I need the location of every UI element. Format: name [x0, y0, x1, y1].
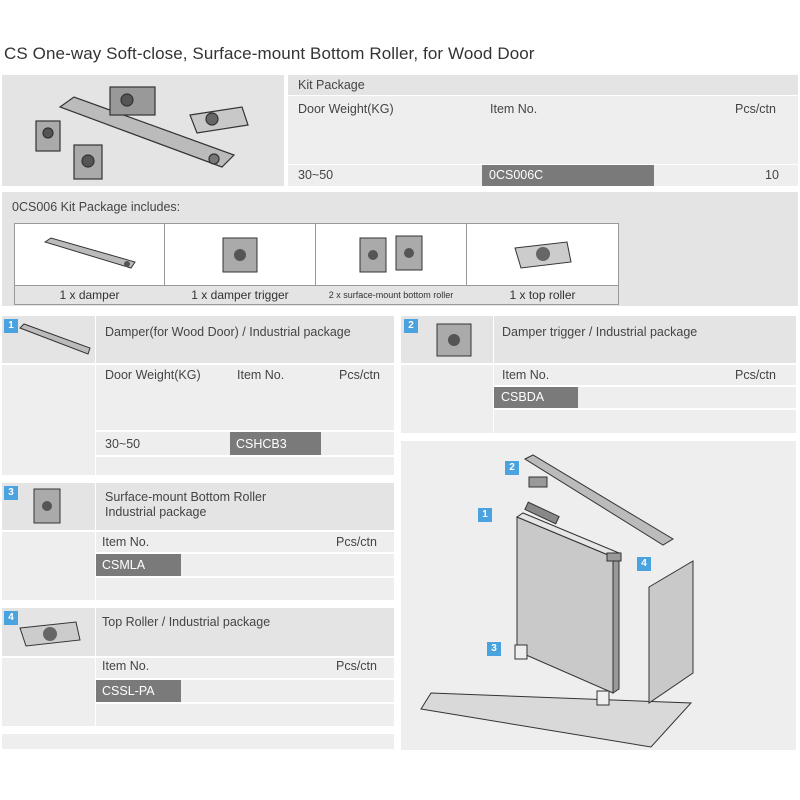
p2-left-pad — [401, 365, 493, 433]
include-cell-trigger — [164, 223, 316, 286]
p1-number-badge: 1 — [4, 319, 18, 333]
p4-header-bar — [96, 608, 394, 656]
kit-col-item: Item No. — [490, 102, 538, 116]
kit-item: 0CS006C — [489, 168, 544, 182]
p1-title: Damper(for Wood Door) / Industrial packa… — [105, 325, 351, 339]
kit-parts-icon — [35, 86, 249, 180]
p4-item-badge — [96, 680, 181, 702]
p2-title: Damper trigger / Industrial package — [502, 325, 698, 339]
kit-col-weight: Door Weight(KG) — [298, 102, 394, 116]
kit-header: Kit Package — [298, 78, 365, 92]
p2-number-badge: 2 — [404, 319, 418, 333]
p2-col-pcs: Pcs/ctn — [735, 368, 776, 382]
p2-header-bar — [494, 316, 796, 363]
kit-pcs: 10 — [765, 168, 779, 182]
p4-title: Top Roller / Industrial package — [102, 615, 271, 629]
p2-item: CSBDA — [501, 390, 545, 404]
damper-icon — [19, 323, 91, 355]
damper-icon — [43, 237, 136, 269]
p1-item-badge — [230, 432, 321, 455]
top-roller-icon — [19, 621, 81, 647]
p1-cols-row — [96, 365, 394, 430]
p3-title-line2: Industrial package — [105, 505, 207, 519]
kit-weight: 30~50 — [298, 168, 334, 182]
p1-left-pad — [2, 365, 95, 475]
include-label-bottom-roller: 2 x surface-mount bottom roller — [328, 290, 454, 300]
includes-header: 0CS006 Kit Package includes: — [12, 200, 181, 214]
p3-number-badge: 3 — [4, 486, 18, 500]
kit-item-badge — [482, 165, 654, 186]
p3-item-badge — [96, 554, 181, 576]
include-label-top-roller: 1 x top roller — [509, 288, 576, 302]
damper-trigger-icon — [222, 237, 258, 273]
p3-col-pcs: Pcs/ctn — [336, 535, 377, 549]
p3-title-line1: Surface-mount Bottom Roller — [105, 490, 267, 504]
include-label-trigger: 1 x damper trigger — [191, 288, 289, 302]
p2-footer-row — [494, 410, 796, 433]
include-cell-bottom-roller — [315, 223, 467, 286]
p4-col-pcs: Pcs/ctn — [336, 659, 377, 673]
p4-left-pad — [2, 658, 95, 726]
include-cell-damper — [14, 223, 165, 286]
install-diagram-panel — [401, 441, 796, 750]
kit-columns-row — [288, 96, 798, 164]
p4-cols-row — [96, 658, 394, 678]
p3-footer-row — [96, 578, 394, 600]
p1-header-bar — [96, 316, 394, 363]
kit-col-pcs: Pcs/ctn — [735, 102, 776, 116]
bottom-bar — [2, 734, 394, 749]
p3-header-bar — [96, 483, 394, 530]
p1-col-weight: Door Weight(KG) — [105, 368, 201, 382]
p3-col-item: Item No. — [102, 535, 150, 549]
kit-header-bar — [288, 75, 798, 95]
p1-col-item: Item No. — [237, 368, 285, 382]
p2-cols-row — [494, 365, 796, 385]
include-cell-top-roller — [466, 223, 619, 286]
p3-cols-row — [96, 532, 394, 552]
p3-item: CSMLA — [102, 558, 146, 572]
p4-number-badge: 4 — [4, 611, 18, 625]
p2-item-badge — [494, 387, 578, 408]
top-roller-icon — [514, 241, 572, 269]
diagram-label-2: 2 — [505, 461, 519, 475]
p4-col-item: Item No. — [102, 659, 150, 673]
include-label-damper: 1 x damper — [59, 288, 120, 302]
bottom-roller-icon — [33, 488, 61, 524]
p4-item: CSSL-PA — [102, 684, 155, 698]
include-cells-border — [14, 286, 619, 305]
p1-footer-row — [96, 457, 394, 475]
p4-image-panel — [2, 608, 95, 656]
kit-image-panel — [2, 75, 284, 186]
install-diagram — [420, 454, 694, 748]
p1-col-pcs: Pcs/ctn — [339, 368, 380, 382]
p2-col-item: Item No. — [502, 368, 550, 382]
diagram-label-4: 4 — [637, 557, 651, 571]
damper-trigger-icon — [436, 323, 472, 357]
p1-weight: 30~50 — [105, 437, 141, 451]
diagram-label-1: 1 — [478, 508, 492, 522]
p4-footer-row — [96, 704, 394, 726]
diagram-label-3: 3 — [487, 642, 501, 656]
bottom-roller-icon — [359, 235, 423, 273]
p3-left-pad — [2, 532, 95, 600]
p1-item: CSHCB3 — [236, 437, 287, 451]
page-title: CS One-way Soft-close, Surface-mount Bot… — [4, 44, 535, 63]
